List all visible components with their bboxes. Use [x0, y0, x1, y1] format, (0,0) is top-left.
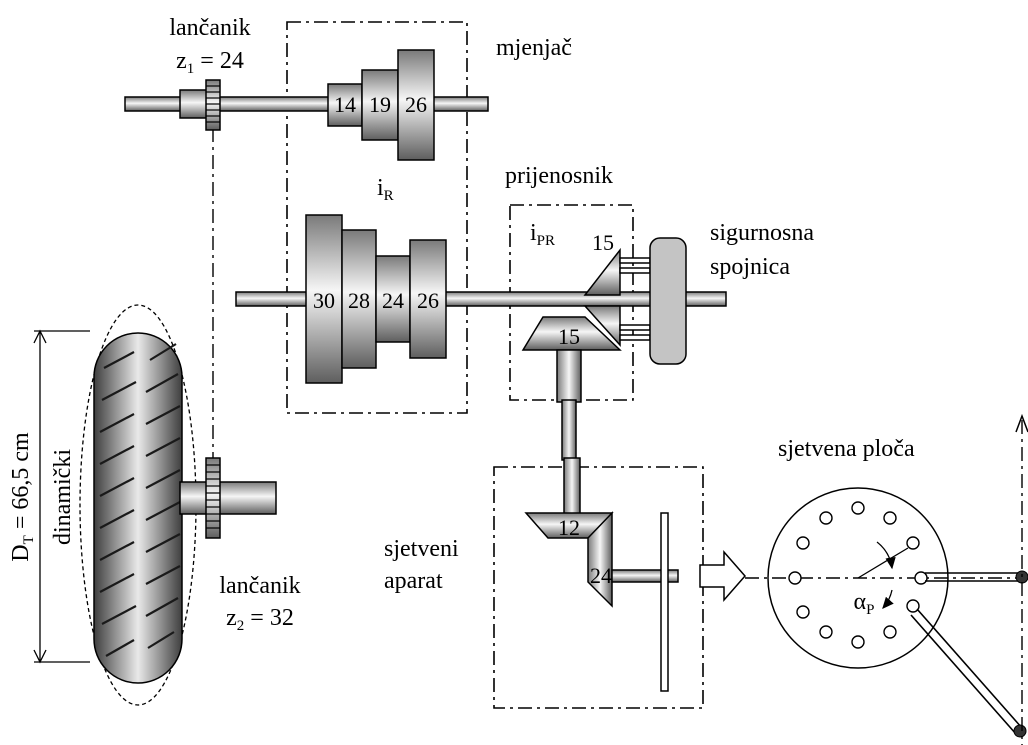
wheel-axle — [179, 481, 277, 515]
ratio-pr-label: iPR — [530, 220, 555, 249]
sprocket-bottom-label: lančanik — [219, 573, 300, 599]
svg-text:24: 24 — [590, 563, 612, 588]
seed-tubes — [910, 572, 1023, 735]
transmission-label: prijenosnik — [505, 163, 613, 189]
gear-26-upper: 26 — [405, 92, 427, 117]
svg-text:15: 15 — [592, 230, 614, 255]
safety-coupling — [649, 237, 687, 365]
seed-disc-edge — [660, 512, 669, 692]
svg-text:15: 15 — [558, 324, 580, 349]
bottom-sprocket-icon — [205, 457, 221, 539]
seeding-unit-label-1: sjetveni — [384, 536, 459, 562]
seed-bevel-large: 24 — [587, 511, 613, 608]
angle-label: αP — [854, 589, 875, 618]
ratio-r-label: iR — [377, 175, 394, 204]
wheel-diameter-label: DT = 66,5 cm — [8, 432, 37, 562]
sprocket-top-label: lančanik — [169, 15, 250, 41]
bevel-lower-gear: 15 — [521, 316, 622, 351]
diameter-dimension — [33, 329, 90, 664]
gearbox-frame — [286, 21, 468, 414]
gear-28: 28 — [348, 288, 370, 313]
seed-plate-label: sjetvena ploča — [778, 436, 915, 462]
lower-gears: 30 28 24 26 — [305, 214, 447, 384]
seed-bevel-small: 12 — [524, 512, 614, 540]
gear-26-lower: 26 — [417, 288, 439, 313]
top-sprocket-icon — [205, 79, 221, 131]
right-axis-arrow-icon — [1015, 413, 1028, 433]
safety-coupling-label-1: sigurnosna — [710, 220, 814, 246]
gear-30: 30 — [313, 288, 335, 313]
vertical-shaft-sleeve — [561, 399, 577, 461]
tyre-tread — [99, 343, 181, 657]
gearbox-label: mjenjač — [496, 35, 572, 61]
upper-gears: 14 19 26 — [327, 49, 435, 161]
vertical-shaft-lower — [563, 457, 581, 515]
vertical-shaft-upper — [556, 349, 582, 403]
svg-text:12: 12 — [558, 515, 580, 540]
safety-coupling-label-2: spojnica — [710, 254, 790, 280]
bevel-upper-gear: 15 — [583, 230, 621, 296]
output-arrow-icon — [699, 550, 746, 602]
seeding-unit-label-2: aparat — [384, 568, 443, 594]
seed-plate — [745, 487, 1020, 669]
tube-end-lower — [1013, 724, 1027, 738]
wheel-dynamic-label: dinamički — [50, 449, 76, 545]
sprocket-bottom-teeth: z2 = 32 — [226, 605, 294, 634]
seed-holes — [788, 501, 928, 649]
sprocket-top-teeth: z1 = 24 — [176, 48, 244, 77]
gear-24-lower: 24 — [382, 288, 404, 313]
gear-19: 19 — [369, 92, 391, 117]
gear-14: 14 — [334, 92, 356, 117]
